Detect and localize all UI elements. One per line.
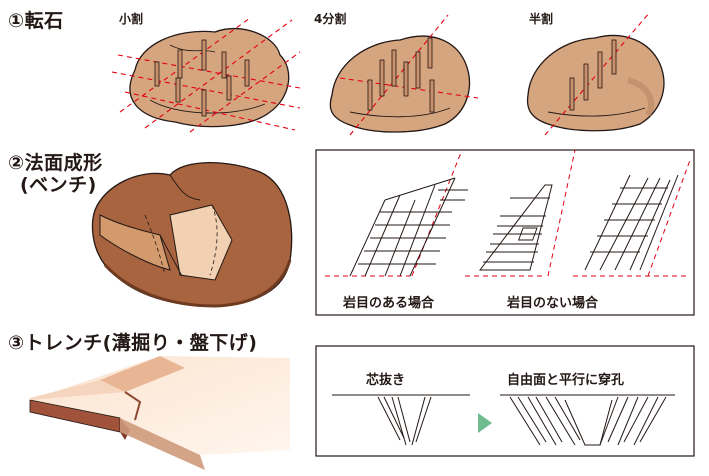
- label-quarter-split: 4分割: [314, 12, 347, 26]
- caption-with-joints: 岩目のある場合: [343, 296, 435, 311]
- label-small-split: 小割: [119, 12, 144, 26]
- trench-diagram-box: [315, 345, 695, 457]
- section-title-trench: ③トレンチ(溝掘り・盤下げ): [8, 332, 258, 354]
- section-title-slope: ②法面成形: [8, 152, 103, 174]
- bench-slope-illustration: [91, 162, 293, 308]
- caption-without-joints: 岩目のない場合: [507, 296, 599, 311]
- boulder-quarter-split: [329, 14, 479, 136]
- parallel-drilling-diagram: [500, 394, 675, 446]
- label-half-split: 半割: [529, 12, 554, 26]
- trench-illustration: [29, 356, 290, 470]
- arrow-right-icon: [478, 413, 492, 433]
- center-cut-diagram: [332, 394, 470, 446]
- boulder-half-split: [526, 11, 665, 136]
- caption-parallel-drilling: 自由面と平行に穿孔: [507, 373, 625, 388]
- slope-diagram-blocks: [517, 159, 691, 277]
- section-title-boulder: ①転石: [8, 10, 64, 32]
- slope-diagram-without-joints: [465, 149, 576, 277]
- slope-diagram-with-joints: [325, 149, 468, 277]
- slope-diagram-box: [315, 149, 695, 316]
- caption-center-cut: 芯抜き: [366, 373, 406, 388]
- section-subtitle-bench: (ベンチ): [20, 174, 97, 196]
- boulder-small-split: [111, 17, 301, 133]
